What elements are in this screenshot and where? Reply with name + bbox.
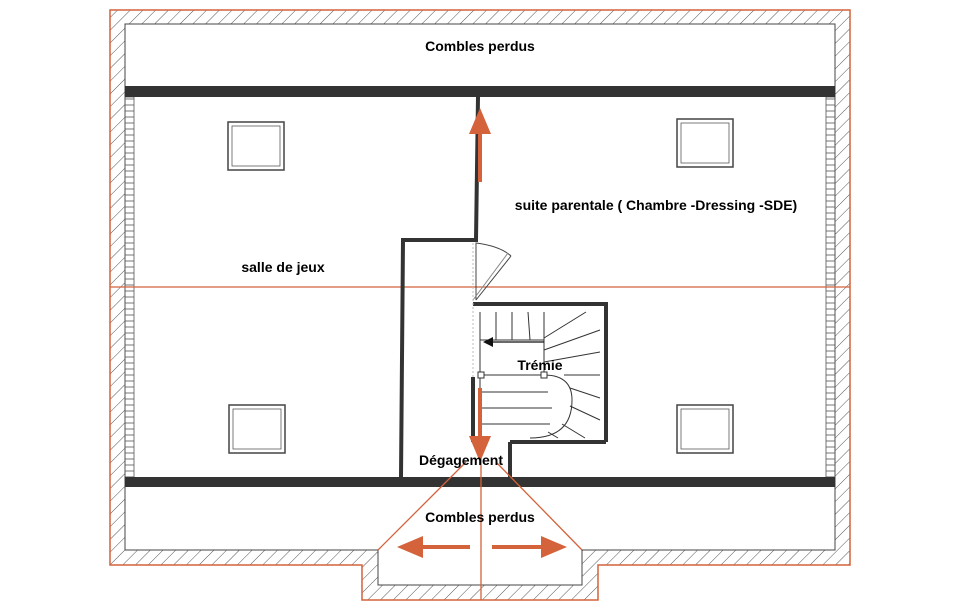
label-attic-bottom: Combles perdus [425, 509, 535, 525]
top-beam [125, 86, 835, 97]
label-parent-suite: suite parentale ( Chambre -Dressing -SDE… [515, 197, 797, 213]
stair-direction-arrow [483, 337, 544, 347]
door-swing [472, 242, 512, 377]
arrow-left [397, 536, 470, 558]
label-attic-top: Combles perdus [425, 38, 535, 54]
bottom-beam [125, 477, 835, 487]
skylight-windows [227, 118, 734, 454]
interior-walls [399, 96, 608, 478]
label-stair-opening: Trémie [517, 357, 562, 373]
arrow-right [492, 536, 567, 558]
label-landing: Dégagement [419, 452, 503, 468]
roof-outline [109, 9, 851, 601]
label-playroom: salle de jeux [241, 259, 324, 275]
arrow-up [469, 108, 491, 182]
arrow-down [469, 388, 491, 462]
staircase [477, 311, 601, 439]
headroom-lines [377, 461, 583, 551]
